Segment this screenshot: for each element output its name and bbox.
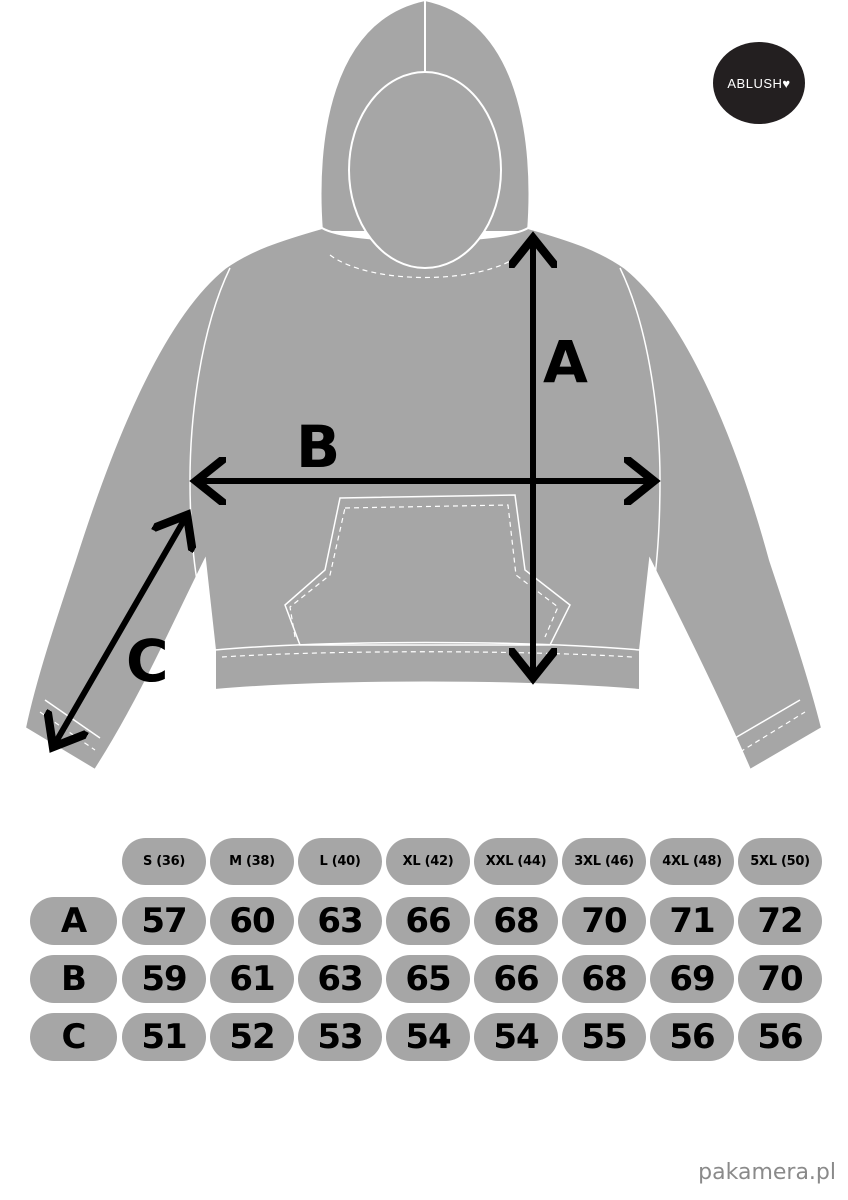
brand-logo: ABLUSH♥ <box>713 42 805 124</box>
hoodie-diagram <box>23 0 824 772</box>
arrow-c <box>53 515 187 747</box>
row-label: C <box>30 1013 117 1061</box>
measurement-cell: 53 <box>298 1013 382 1061</box>
measurement-cell: 56 <box>650 1013 734 1061</box>
size-header: 4XL (48) <box>650 838 734 885</box>
measurement-cell: 59 <box>122 955 206 1003</box>
row-label: A <box>30 897 117 945</box>
size-header: S (36) <box>122 838 206 885</box>
logo-text: ABLUSH <box>727 75 783 91</box>
measurement-cell: 52 <box>210 1013 294 1061</box>
measurement-cell: 70 <box>562 897 646 945</box>
measurement-cell: 66 <box>474 955 558 1003</box>
measurement-cell: 71 <box>650 897 734 945</box>
measurement-cell: 63 <box>298 897 382 945</box>
row-label: B <box>30 955 117 1003</box>
measurement-arrows <box>53 238 654 747</box>
measurement-cell: 69 <box>650 955 734 1003</box>
label-c: C <box>126 627 169 695</box>
measurement-cell: 66 <box>386 897 470 945</box>
size-header: XXL (44) <box>474 838 558 885</box>
measurement-cell: 54 <box>474 1013 558 1061</box>
size-header: XL (42) <box>386 838 470 885</box>
size-header: M (38) <box>210 838 294 885</box>
measurement-cell: 60 <box>210 897 294 945</box>
label-b: B <box>296 413 341 481</box>
size-header: 5XL (50) <box>738 838 822 885</box>
measurement-cell: 72 <box>738 897 822 945</box>
measurement-cell: 68 <box>562 955 646 1003</box>
measurement-cell: 51 <box>122 1013 206 1061</box>
measurement-cell: 61 <box>210 955 294 1003</box>
watermark: pakamera.pl <box>698 1160 836 1185</box>
measurement-cell: 57 <box>122 897 206 945</box>
measurement-cell: 55 <box>562 1013 646 1061</box>
measurement-cell: 68 <box>474 897 558 945</box>
size-header: 3XL (46) <box>562 838 646 885</box>
measurement-cell: 65 <box>386 955 470 1003</box>
size-header: L (40) <box>298 838 382 885</box>
measurement-cell: 70 <box>738 955 822 1003</box>
measurement-cell: 54 <box>386 1013 470 1061</box>
measurement-cell: 63 <box>298 955 382 1003</box>
label-a: A <box>543 328 588 396</box>
measurement-cell: 56 <box>738 1013 822 1061</box>
